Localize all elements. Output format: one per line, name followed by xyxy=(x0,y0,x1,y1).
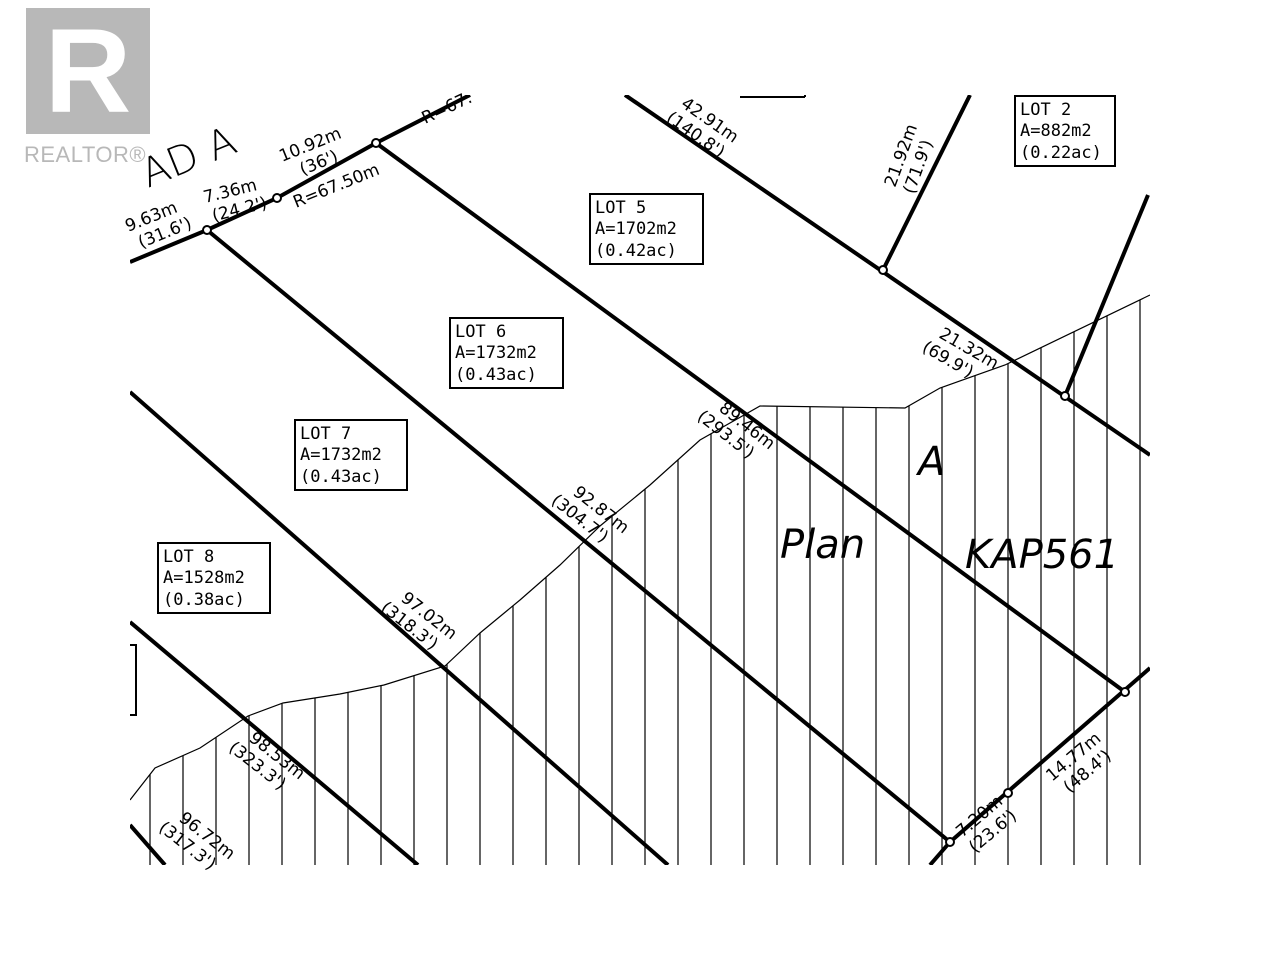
dim-21-92: 21.92m (71.9') xyxy=(881,122,938,197)
dim-98-53: 98.53m (323.3') xyxy=(225,728,309,794)
svg-text:A=1528m2: A=1528m2 xyxy=(163,568,245,588)
parcel-label: A xyxy=(915,439,945,485)
svg-text:LOT 7: LOT 7 xyxy=(300,424,351,444)
dim-96-72: 96.72m (317.3') xyxy=(155,808,239,874)
vertex-7 xyxy=(1003,788,1013,798)
lot-line-2-3 xyxy=(1063,194,1150,397)
svg-text:A=1732m2: A=1732m2 xyxy=(300,445,382,465)
lot-5-label: LOT 5 A=1702m2 (0.42ac) xyxy=(589,193,704,265)
dim-7-36: 7.36m (24.2') xyxy=(201,175,269,226)
svg-text:LOT 6: LOT 6 xyxy=(455,322,506,342)
lot-line-lower xyxy=(130,823,167,865)
dim-9-63: 9.63m (31.6') xyxy=(122,198,194,253)
dim-r-top: R=67. xyxy=(419,88,476,129)
lot-5-box xyxy=(589,193,704,265)
dim-89-46: 89.46m (293.5') xyxy=(693,398,778,463)
svg-text:(0.38ac): (0.38ac) xyxy=(163,590,245,610)
svg-text:LOT 8: LOT 8 xyxy=(163,547,214,567)
vertex-5 xyxy=(1060,391,1070,401)
lot-2-box xyxy=(1014,95,1116,167)
left-bracket xyxy=(130,644,137,716)
svg-text:(0.43ac): (0.43ac) xyxy=(300,467,382,487)
lot-line-7-6 xyxy=(205,228,952,844)
realtor-logo: R REALTOR® xyxy=(24,4,150,167)
lot-line-9-8 xyxy=(130,620,420,865)
hatch-boundary-line xyxy=(130,294,1150,801)
dim-92-87: 92.87m (304.7') xyxy=(547,482,632,547)
lot-8-label: LOT 8 A=1528m2 (0.38ac) xyxy=(157,542,271,614)
rear-boundary-line xyxy=(948,666,1150,844)
lot-6-box xyxy=(449,317,564,389)
realtor-logo-letter: R xyxy=(45,4,132,138)
svg-text:LOT 5: LOT 5 xyxy=(595,198,646,218)
plan-number: KAP561 xyxy=(965,532,1119,578)
lot-7-label: LOT 7 A=1732m2 (0.43ac) xyxy=(294,419,408,491)
vertex-6 xyxy=(1120,687,1130,697)
lot-7-box xyxy=(294,419,408,491)
svg-text:LOT 2: LOT 2 xyxy=(1020,100,1071,120)
lot-line-3-4 xyxy=(881,95,972,271)
svg-text:A=1702m2: A=1702m2 xyxy=(595,219,677,239)
vertex-1 xyxy=(202,225,212,235)
vertex-2 xyxy=(272,193,282,203)
hatched-parcel-a xyxy=(149,299,1141,865)
dim-7-20: 7.20m (23.6') xyxy=(952,792,1020,858)
rear-boundary-lower xyxy=(928,840,952,865)
vertex-4 xyxy=(878,265,888,275)
svg-text:A=1732m2: A=1732m2 xyxy=(455,343,537,363)
svg-text:(0.22ac): (0.22ac) xyxy=(1020,143,1102,163)
svg-text:(0.42ac): (0.42ac) xyxy=(595,241,677,261)
lot-8-box xyxy=(157,542,271,614)
vertex-8 xyxy=(945,837,955,847)
lot-6-label: LOT 6 A=1732m2 (0.43ac) xyxy=(449,317,564,389)
lot-line-6-5 xyxy=(374,141,1127,694)
svg-text:A=882m2: A=882m2 xyxy=(1020,121,1092,141)
svg-text:(0.43ac): (0.43ac) xyxy=(455,365,537,385)
realtor-logo-text: REALTOR® xyxy=(24,142,146,167)
plan-label: Plan xyxy=(780,522,865,568)
vertex-3 xyxy=(371,138,381,148)
survey-vertices xyxy=(202,138,1130,847)
lot-line-8-7 xyxy=(130,390,670,865)
realtor-logo-mark xyxy=(26,8,150,134)
dim-42-91: 42.91m (140.8') xyxy=(662,94,742,163)
lot-2-label: LOT 2 A=882m2 (0.22ac) xyxy=(1014,95,1116,167)
